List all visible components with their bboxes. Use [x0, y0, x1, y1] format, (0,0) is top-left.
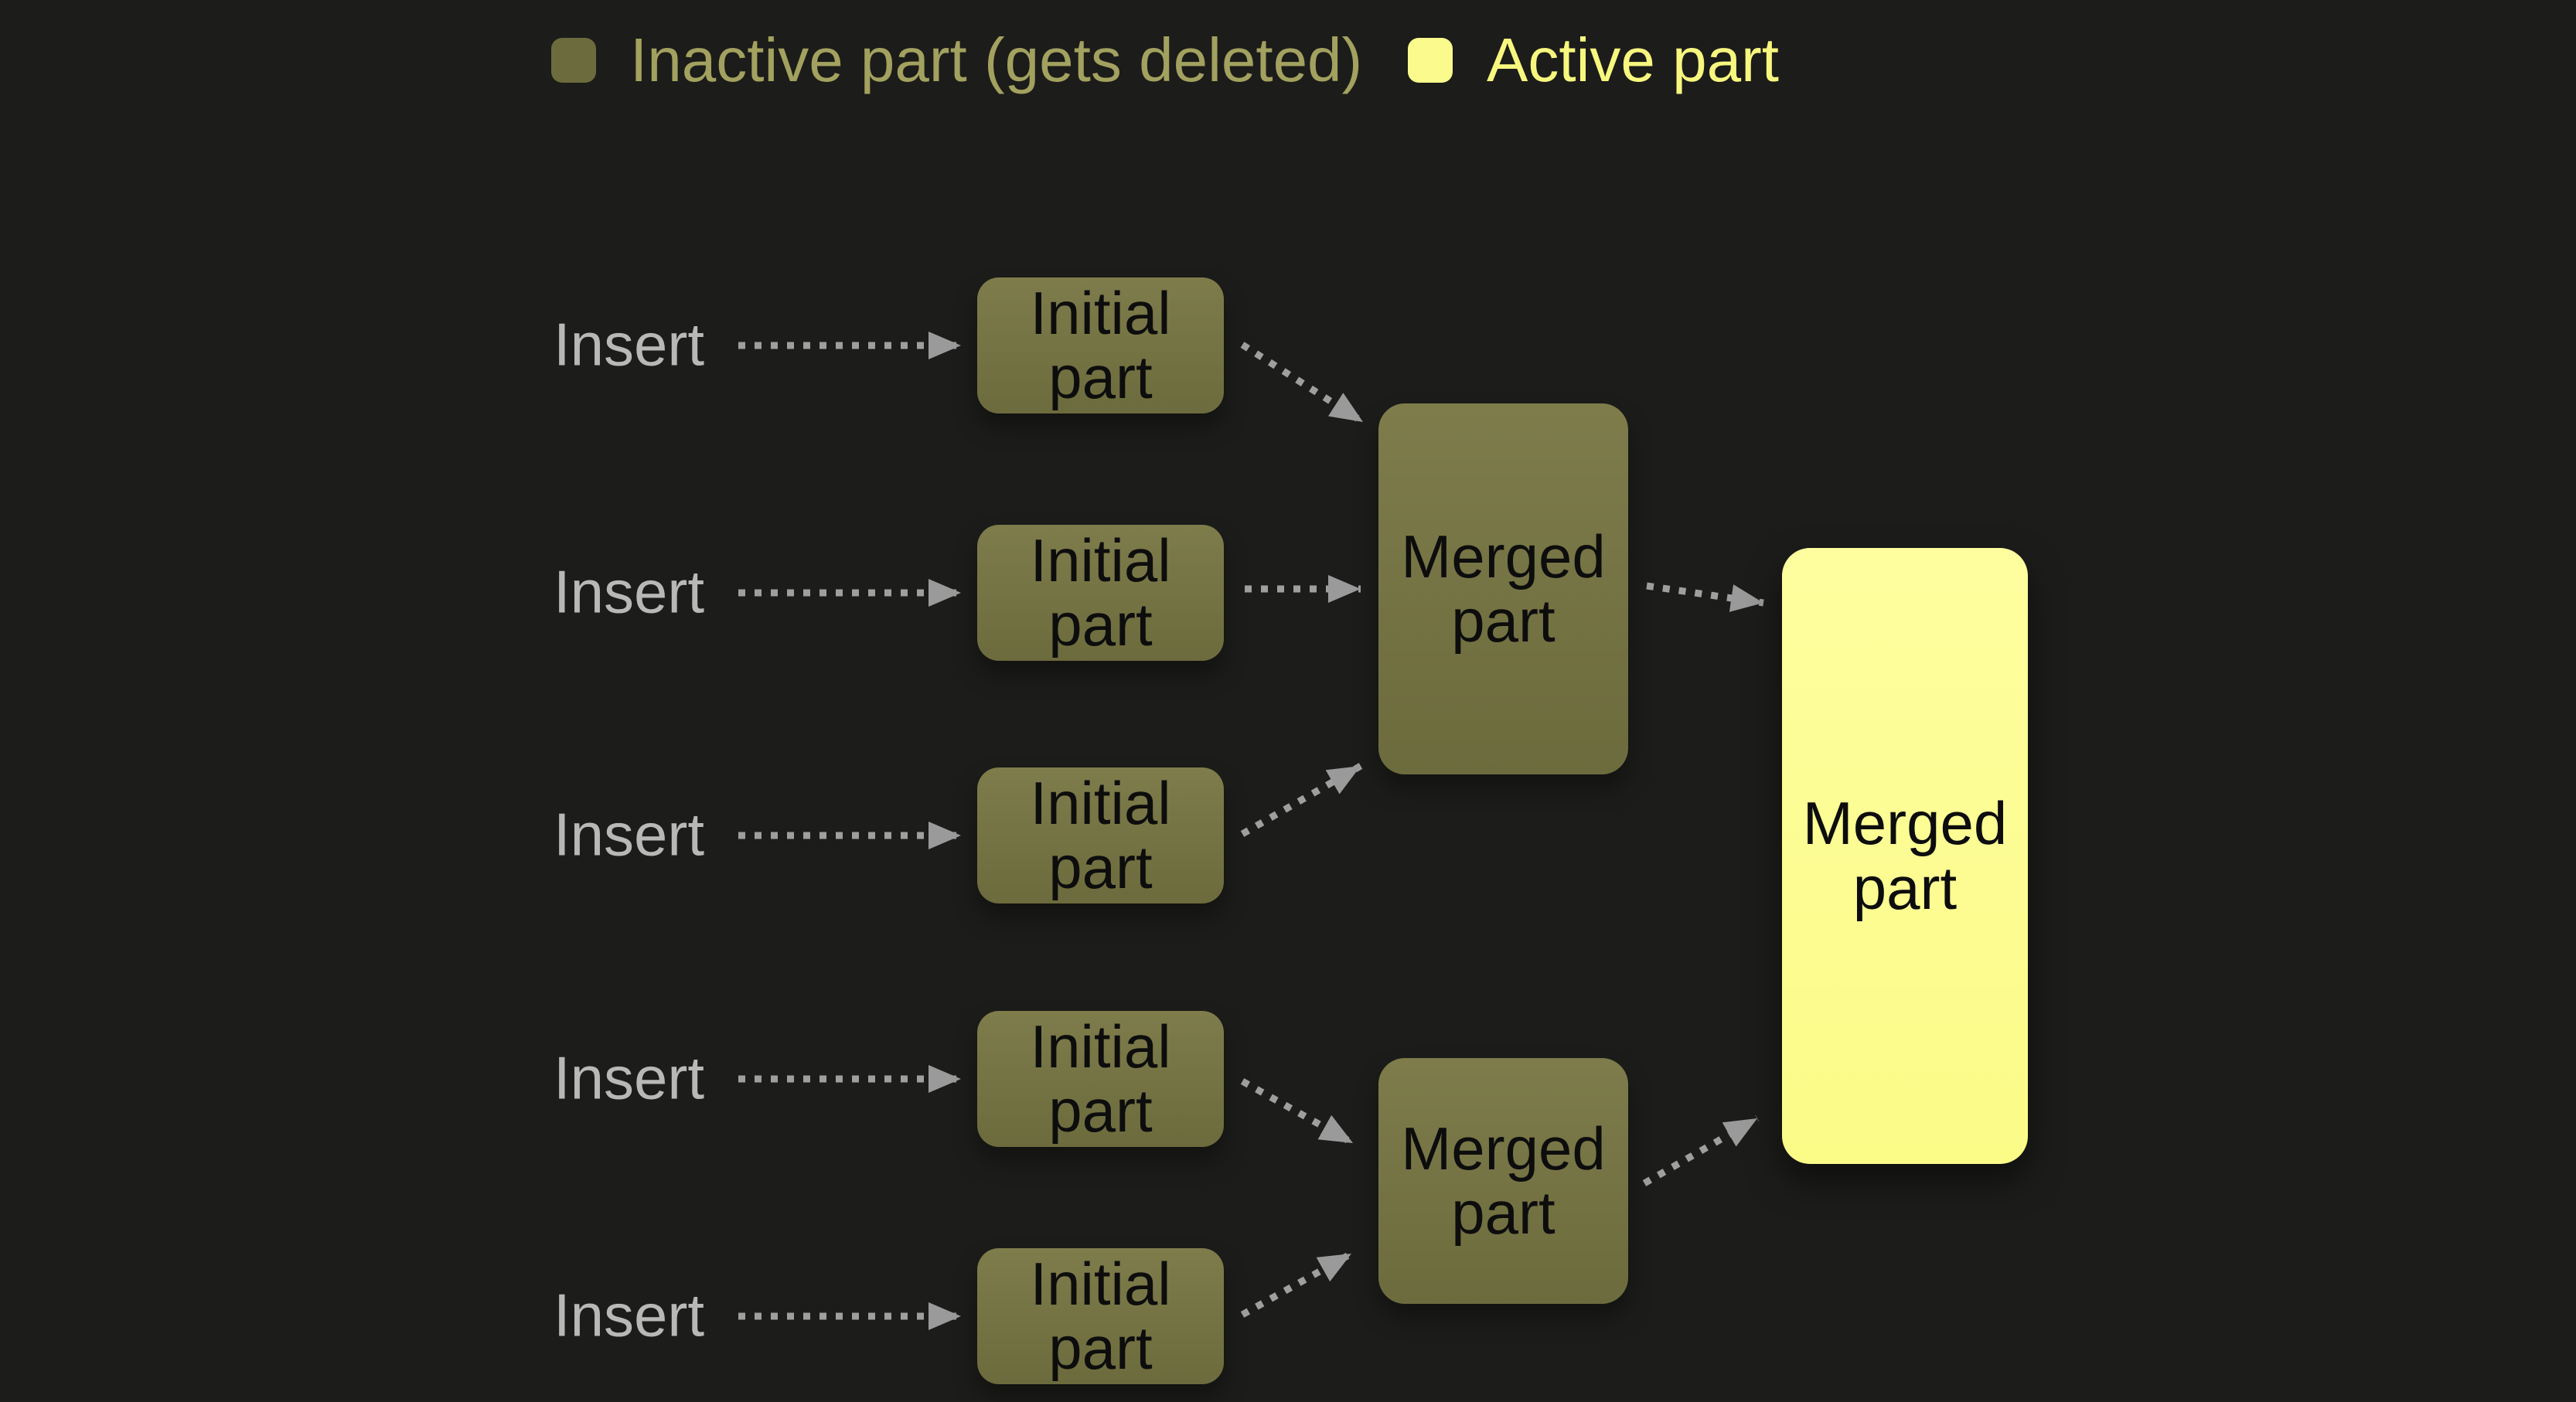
- node-initial-part-5: Initial part: [977, 1248, 1224, 1384]
- insert-label-5: Insert: [554, 1281, 705, 1349]
- node-label: Merged part: [1401, 522, 1606, 655]
- node-initial-part-3: Initial part: [977, 767, 1224, 903]
- arrow-initial-3-to-merged-1: [1240, 763, 1363, 837]
- arrow-merged-2-to-merged-final: [1642, 1115, 1760, 1186]
- node-merged-part-2: Merged part: [1378, 1058, 1628, 1304]
- node-label: Initial part: [1030, 526, 1171, 658]
- legend-label-active: Active part: [1487, 26, 1779, 94]
- arrow-initial-1-to-merged-1: [1240, 342, 1365, 425]
- node-initial-part-4: Initial part: [977, 1011, 1224, 1147]
- legend-item-inactive: Inactive part (gets deleted): [551, 29, 1362, 91]
- arrow-merged-1-to-merged-final: [1646, 582, 1764, 612]
- active-part-swatch-icon: [1408, 38, 1453, 83]
- node-initial-part-2: Initial part: [977, 525, 1224, 661]
- node-merged-part-1: Merged part: [1378, 403, 1628, 774]
- insert-label-1: Insert: [554, 310, 705, 379]
- node-label: Merged part: [1802, 789, 2008, 922]
- node-merged-part-final: Merged part: [1782, 548, 2028, 1164]
- legend-item-active: Active part: [1408, 29, 1779, 91]
- inactive-part-swatch-icon: [551, 38, 596, 83]
- node-label: Merged part: [1401, 1114, 1606, 1247]
- insert-label-3: Insert: [554, 800, 705, 869]
- node-label: Initial part: [1030, 1012, 1171, 1145]
- insert-label-2: Insert: [554, 557, 705, 626]
- insert-label-4: Insert: [554, 1043, 705, 1112]
- arrow-initial-5-to-merged-2: [1240, 1251, 1354, 1318]
- node-label: Initial part: [1030, 768, 1171, 901]
- node-label: Initial part: [1030, 1249, 1171, 1382]
- node-label: Initial part: [1030, 278, 1171, 411]
- arrow-initial-4-to-merged-2: [1240, 1078, 1355, 1146]
- node-initial-part-1: Initial part: [977, 277, 1224, 413]
- legend-label-inactive: Inactive part (gets deleted): [630, 26, 1363, 94]
